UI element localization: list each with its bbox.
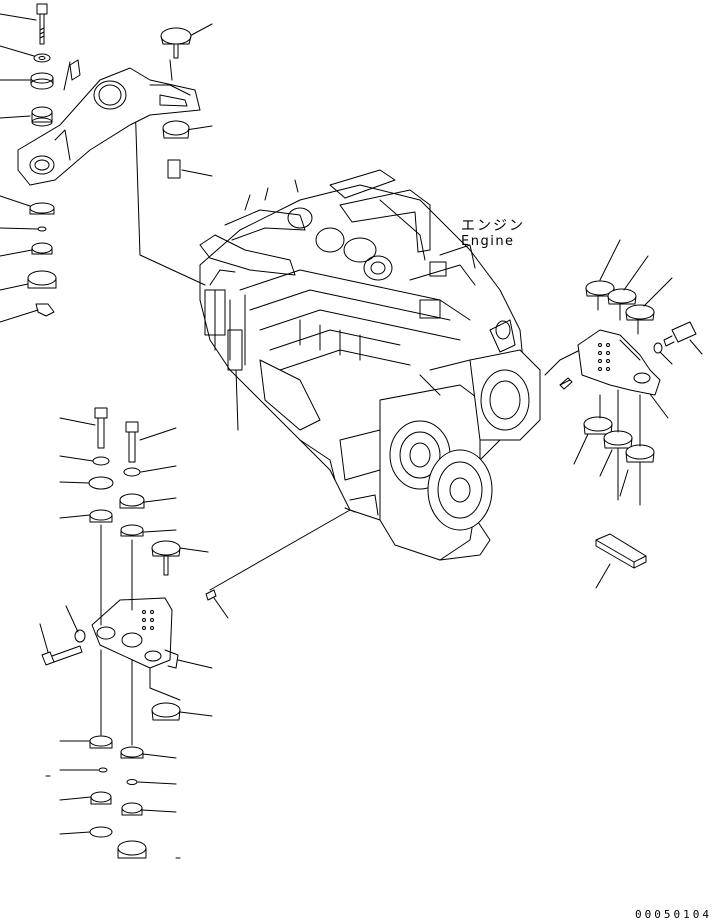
figure-number: 00050104 [635, 908, 712, 921]
lower-left-mount-group [40, 408, 212, 858]
shaft-part [206, 590, 228, 618]
engine-callout-en: Engine [461, 234, 515, 249]
right-mount-group [560, 240, 702, 588]
engine-callout-jp: エンジン [461, 218, 525, 234]
top-left-mount-group [0, 4, 212, 322]
engine-assembly [200, 170, 540, 560]
engine-leader-lines [135, 100, 580, 590]
